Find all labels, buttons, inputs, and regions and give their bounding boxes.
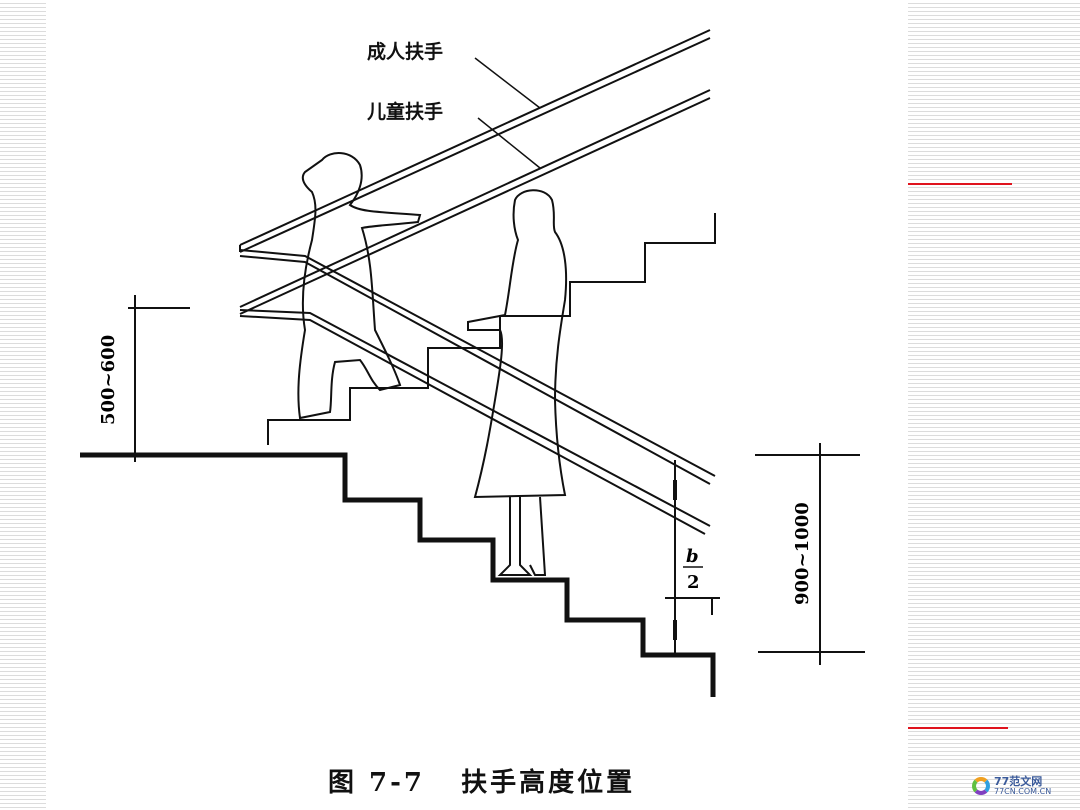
fraction-numerator: b: [686, 546, 699, 567]
slide-left-stripe-band: [0, 0, 46, 810]
adult-height-dimension: 900~1000: [792, 502, 813, 605]
child-handrail-label: 儿童扶手: [366, 100, 443, 123]
dimension-lines: [128, 295, 865, 665]
front-stair-outline: [80, 452, 716, 697]
child-height-dimension: 500~600: [98, 335, 119, 425]
adult-figure: [467, 189, 568, 499]
slide-right-stripe-band: [908, 0, 1080, 810]
accent-line-bottom: [908, 727, 1008, 729]
fraction-denominator: 2: [687, 572, 700, 593]
child-figure: [297, 152, 422, 420]
accent-line-top: [908, 183, 1012, 185]
logo-ring-icon: [972, 777, 990, 795]
logo-name: 77范文网: [994, 775, 1043, 788]
child-handrail: [239, 89, 711, 535]
logo-url: 77CN.COM.CN: [994, 787, 1052, 796]
figure-caption: 图 7-7 扶手高度位置: [328, 768, 636, 798]
adult-handrail-label: 成人扶手: [367, 40, 443, 63]
adult-handrail: [239, 29, 716, 485]
site-logo: 77范文网 77CN.COM.CN: [972, 776, 1051, 796]
